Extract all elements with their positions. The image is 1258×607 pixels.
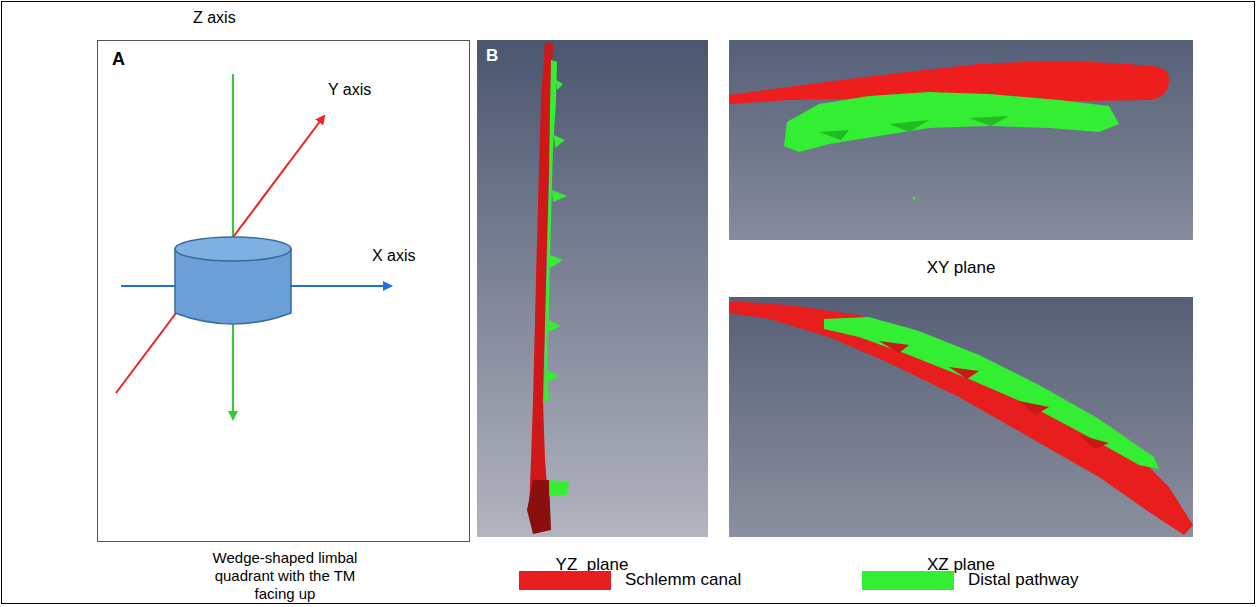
legend-swatch (862, 571, 954, 590)
render-panel: XZ plane (729, 297, 1193, 537)
panel-letter: B (486, 46, 498, 66)
axis-label: Z axis (193, 9, 236, 27)
legend-text: Distal pathway (968, 570, 1079, 590)
legend-text: Schlemm canal (625, 570, 741, 590)
yz-render (477, 40, 708, 537)
render-panel: BYZ plane (477, 40, 708, 537)
xz-render (729, 297, 1193, 537)
panel-letter: A (112, 49, 125, 70)
xy-render (729, 40, 1193, 240)
panel-caption: Wedge-shaped limbal quadrant with the TM… (194, 549, 376, 603)
render-panel: XY plane (729, 40, 1193, 240)
plane-label: XY plane (927, 258, 996, 278)
legend-swatch (519, 571, 611, 590)
axis-label: X axis (372, 247, 416, 265)
panel-box: AWedge-shaped limbal quadrant with the T… (97, 40, 470, 542)
axis-label: Y axis (328, 81, 371, 99)
axes-illustration (98, 41, 471, 543)
